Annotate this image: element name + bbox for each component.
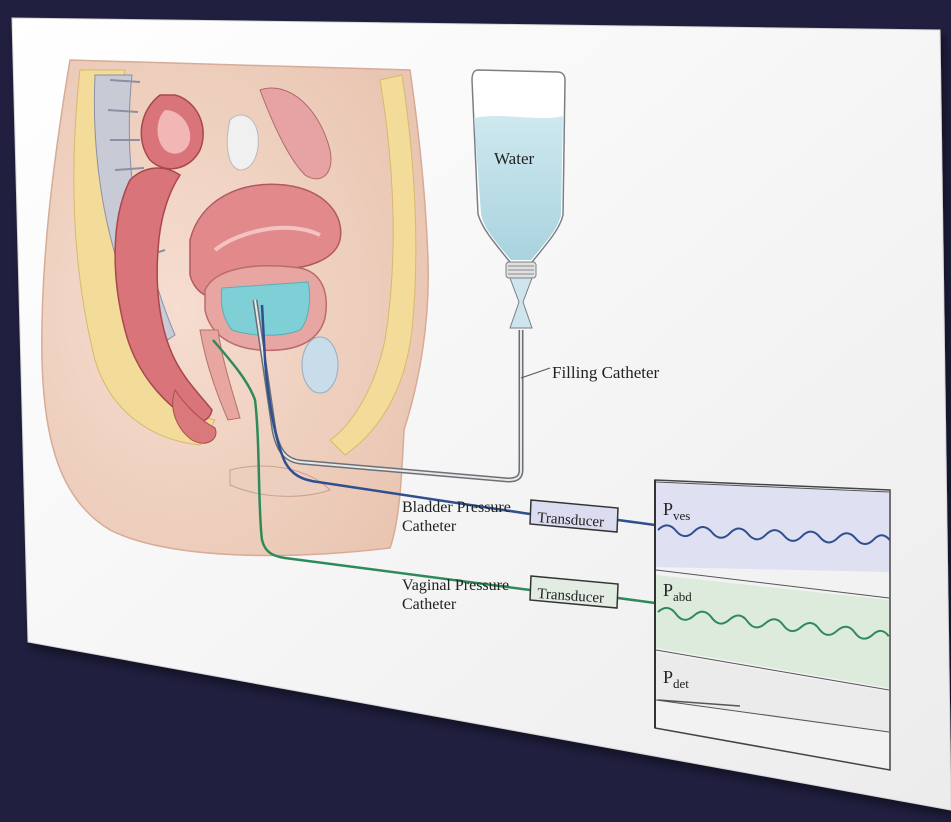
pressure-recording-panel: Pves Pabd Pdet xyxy=(655,480,890,770)
water-label: Water xyxy=(494,149,534,168)
pelvic-anatomy-illustration xyxy=(42,60,428,555)
pves-band xyxy=(656,482,889,572)
filling-catheter-label: Filling Catheter xyxy=(552,363,660,382)
